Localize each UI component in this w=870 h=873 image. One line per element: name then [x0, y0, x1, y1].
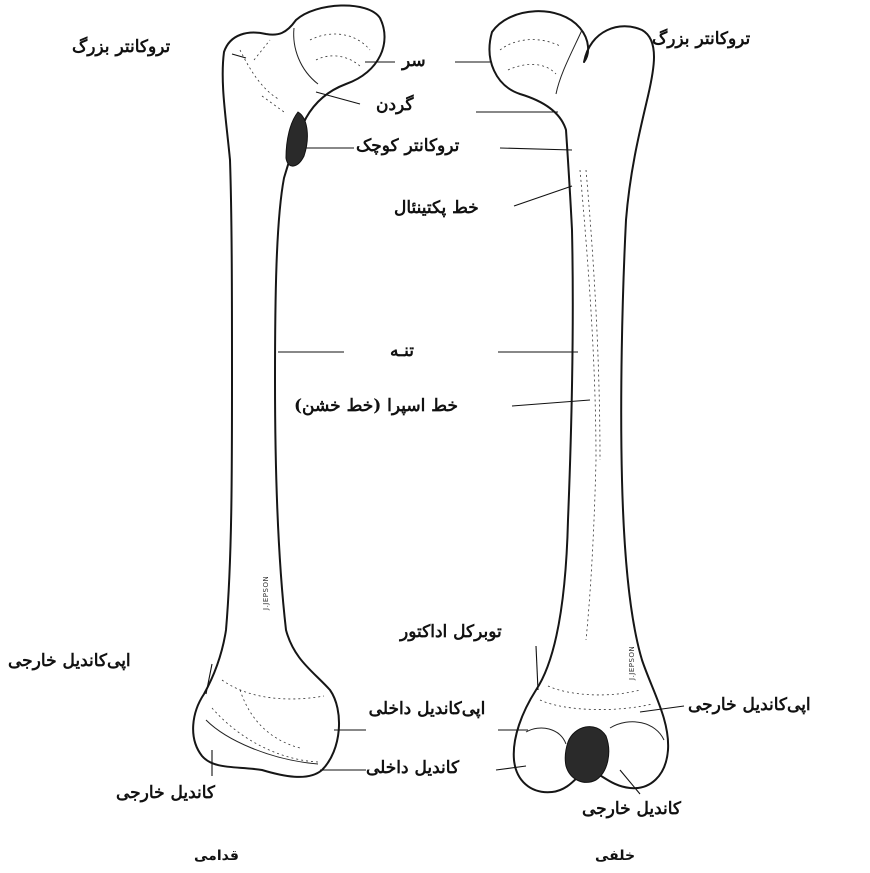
caption-posterior: خلفی [595, 848, 635, 864]
label-head: سر [402, 52, 426, 72]
posterior-intercondylar-notch [565, 727, 609, 783]
anterior-artist-signature: J.JEPSON [262, 576, 270, 610]
label-greater-trochanter-posterior: تروکانتر بزرگ [652, 30, 750, 50]
anterior-femur-outline [193, 5, 384, 776]
label-pectineal-line: خط پکتینئال [394, 199, 479, 219]
label-adductor-tubercle: توبرکل اداکتور [400, 623, 502, 643]
label-medial-epicondyle: اپی‌کاندیل داخلی [368, 700, 486, 720]
label-medial-condyle: کاندیل داخلی [366, 759, 459, 779]
posterior-artist-signature: J.JEPSON [628, 646, 636, 680]
label-shaft: تنـه [390, 342, 414, 362]
label-neck: گردن [376, 96, 414, 116]
label-lateral-epicondyle-posterior: اپی‌کاندیل خارجی [688, 696, 811, 716]
posterior-femur [490, 11, 669, 792]
label-greater-trochanter-anterior: تروکانتر بزرگ [72, 38, 170, 58]
posterior-femur-outline [490, 11, 669, 792]
label-lesser-trochanter: تروکانتر کوچک [356, 137, 459, 157]
anterior-femur [193, 5, 384, 776]
caption-anterior: قدامی [194, 848, 239, 864]
label-lateral-condyle-anterior: کاندیل خارجی [116, 784, 215, 804]
label-lateral-condyle-posterior: کاندیل خارجی [582, 800, 681, 820]
label-linea-aspera: خط اسپرا (خط خشن) [294, 397, 458, 417]
label-lateral-epicondyle-anterior: اپی‌کاندیل خارجی [8, 652, 131, 672]
